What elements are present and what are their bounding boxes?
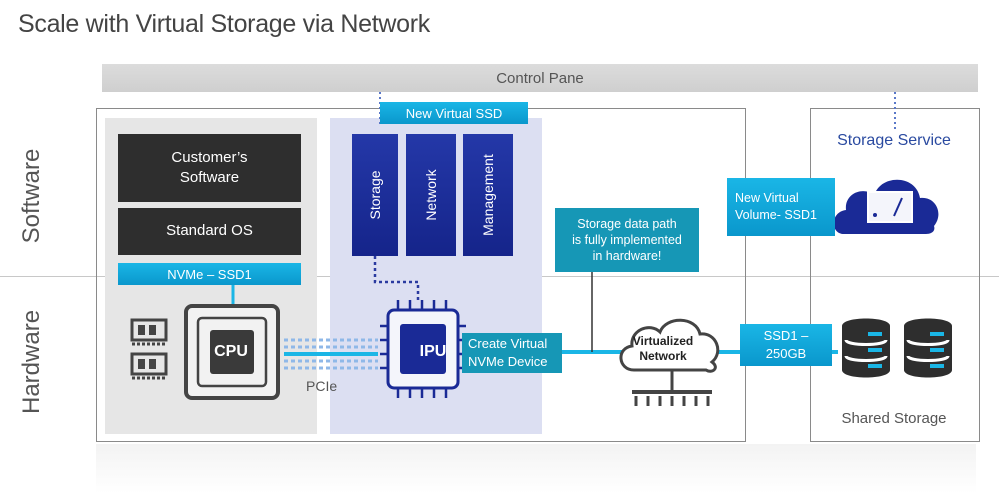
ipu-label: IPU [419, 343, 447, 360]
data-path-callout-text: Storage data path is fully implemented i… [572, 216, 682, 264]
memory-icon [130, 318, 168, 380]
storage-service-label: Storage Service [837, 132, 951, 149]
shared-storage-database-icons [842, 318, 952, 378]
create-nvme-device-callout: Create Virtual NVMe Device [462, 333, 562, 373]
storage-module-label: Storage [367, 170, 383, 220]
virtualized-network-label: Virtualized Network [624, 334, 702, 364]
nvme-ssd1-bar: NVMe – SSD1 [118, 263, 301, 285]
create-nvme-line1: Create Virtual [468, 336, 548, 352]
reflection-fade [96, 444, 976, 493]
cloud-network-icon [619, 318, 720, 406]
customer-software-label: Customer’s Software [171, 148, 248, 186]
new-virtual-ssd-bar: New Virtual SSD [380, 102, 528, 124]
cpu-chip-icon [184, 304, 280, 400]
network-module-label: Network [423, 169, 439, 221]
ssd1-line1: SSD1 – [763, 328, 809, 344]
cpu-label: CPU [214, 343, 248, 360]
create-nvme-line2: NVMe Device [468, 354, 548, 369]
pcie-label: PCIe [306, 378, 338, 394]
standard-os-box: Standard OS [118, 208, 301, 255]
page-title: Scale with Virtual Storage via Network [18, 10, 430, 38]
network-module: Network [406, 134, 456, 256]
ipu-chip-icon [380, 300, 466, 398]
shared-storage-label: Shared Storage [841, 410, 947, 427]
virtualized-network-line1: Virtualized [632, 334, 694, 348]
ssd1-line2: 250GB [765, 346, 807, 361]
nvme-ssd1-label: NVMe – SSD1 [167, 266, 252, 282]
customer-software-box: Customer’s Software [118, 134, 301, 202]
new-volume-line2: Volume- SSD1 [735, 208, 817, 222]
standard-os-label: Standard OS [166, 222, 253, 240]
data-path-callout: Storage data path is fully implemented i… [555, 208, 699, 272]
ssd1-250gb-callout: SSD1 – 250GB [740, 324, 832, 366]
database-icon-1 [842, 318, 890, 378]
storage-module: Storage [352, 134, 398, 256]
new-virtual-ssd-label: New Virtual SSD [405, 105, 503, 121]
storage-to-ipu-line [373, 256, 420, 300]
management-module-label: Management [480, 154, 496, 236]
management-module: Management [463, 134, 513, 256]
database-icon-2 [904, 318, 952, 378]
pcie-bus [284, 338, 378, 370]
storage-cloud-icon [833, 179, 939, 234]
new-virtual-volume-callout: New Virtual Volume- SSD1 [727, 178, 835, 236]
new-volume-line1: New Virtual [735, 191, 799, 206]
virtualized-network-line2: Network [639, 349, 687, 363]
control-pane-bar: Control Pane [102, 64, 978, 92]
